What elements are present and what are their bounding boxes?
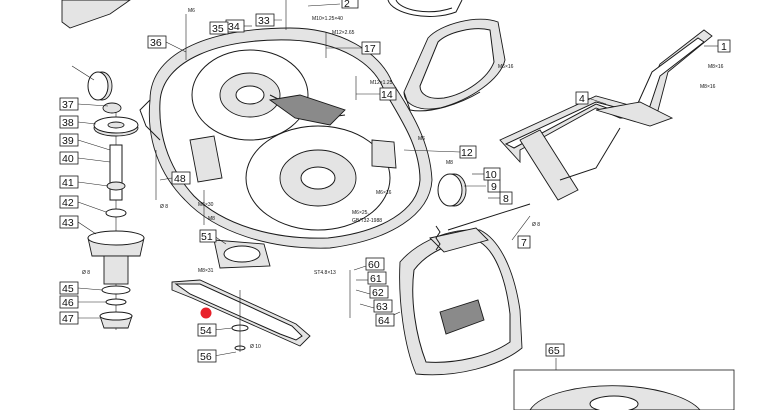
part-2: 2 <box>344 0 350 10</box>
part-39: 39 <box>62 135 74 147</box>
part-7: 7 <box>521 237 527 249</box>
cutting-blade <box>171 279 311 347</box>
part-65: 65 <box>548 345 560 357</box>
part-33: 33 <box>258 15 270 27</box>
part-1: 1 <box>721 41 727 53</box>
spindle-assembly <box>87 102 145 330</box>
label-d8-c: Ø 8 <box>532 222 540 228</box>
label-d8-a: Ø 8 <box>160 204 168 210</box>
label-m12: M12×2.65 <box>332 30 355 36</box>
label-d10: Ø 10 <box>250 344 261 350</box>
part-61: 61 <box>370 273 382 285</box>
inset-box-65 <box>513 369 735 410</box>
handle-frame <box>499 29 713 201</box>
part-37: 37 <box>62 99 74 111</box>
part-62: 62 <box>372 287 384 299</box>
label-m6-top: M6 <box>188 8 195 14</box>
part-35: 35 <box>212 23 224 35</box>
part-number-labels: 1 2 4 7 8 9 10 12 14 17 33 34 35 36 37 3… <box>59 0 731 363</box>
front-wheel <box>71 65 113 101</box>
side-cover <box>403 18 506 112</box>
part-40: 40 <box>62 153 74 165</box>
label-m8x31: M8×31 <box>198 268 214 274</box>
part-54: 54 <box>200 325 212 337</box>
label-m8-mid: M8 <box>446 160 453 166</box>
part-42: 42 <box>62 197 74 209</box>
part-10: 10 <box>485 169 497 181</box>
mower-deck <box>139 27 433 249</box>
part-41: 41 <box>62 177 74 189</box>
part-36: 36 <box>150 37 162 49</box>
tension-spring <box>435 225 441 251</box>
part-14: 14 <box>381 89 393 101</box>
drive-belt <box>387 0 463 17</box>
part-38: 38 <box>62 117 74 129</box>
part-64: 64 <box>378 315 390 327</box>
blade-adapter <box>213 239 271 269</box>
label-m8-right: M8×16 <box>700 84 716 90</box>
part-56: 56 <box>200 351 212 363</box>
part-51: 51 <box>201 231 213 243</box>
part-47: 47 <box>62 313 74 325</box>
part-63: 63 <box>376 301 388 313</box>
label-m6x25: M6×25, <box>352 210 369 216</box>
label-m8-top: M8×16 <box>708 64 724 70</box>
label-m6x16-b: M6×16 <box>376 190 392 196</box>
part-48: 48 <box>174 173 186 185</box>
part-60: 60 <box>368 259 380 271</box>
part-43: 43 <box>62 217 74 229</box>
label-m12b: M12×1.25 <box>370 80 393 86</box>
label-st48: ST4.8×13 <box>314 270 336 276</box>
part-4: 4 <box>579 93 585 105</box>
rear-wheel <box>437 173 467 207</box>
label-m10: M10×1.25×40 <box>312 16 343 22</box>
label-d8-b: Ø 8 <box>82 270 90 276</box>
label-m6x30: M6×30 <box>198 202 214 208</box>
part-45: 45 <box>62 283 74 295</box>
part-8: 8 <box>503 193 509 205</box>
discharge-chute <box>399 227 523 376</box>
part-34: 34 <box>228 21 240 33</box>
red-marker[interactable] <box>200 307 212 319</box>
label-gbt: GB/T32-1988 <box>352 218 382 224</box>
label-m6-handle: M6 <box>418 136 425 142</box>
label-m6x16-a: M6×16 <box>498 64 514 70</box>
fastener-labels: M6 M10×1.25×40 M12×2.65 M12×1.25 M6×16 M… <box>82 8 724 350</box>
part-17: 17 <box>364 43 376 55</box>
top-left-bracket <box>61 0 131 29</box>
part-12: 12 <box>461 147 473 159</box>
part-9: 9 <box>491 181 497 193</box>
tension-rod <box>447 203 531 231</box>
part-46: 46 <box>62 297 74 309</box>
label-m8-left: M8 <box>208 216 215 222</box>
